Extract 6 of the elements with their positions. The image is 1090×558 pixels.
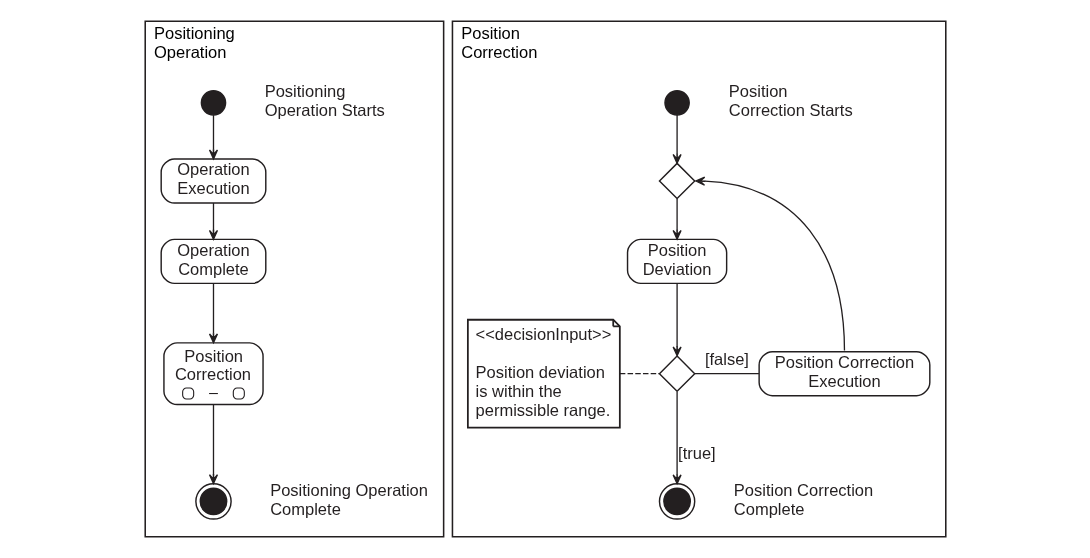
- node-label: Position Correction Complete: [733, 480, 873, 518]
- edge-label: [false]: [704, 349, 749, 368]
- node-label: Positioning Operation Starts: [264, 82, 385, 120]
- edge-label: [true]: [677, 443, 716, 462]
- node-label: Positioning Operation Complete: [269, 480, 428, 518]
- node-label: Position Correction Starts: [728, 82, 853, 120]
